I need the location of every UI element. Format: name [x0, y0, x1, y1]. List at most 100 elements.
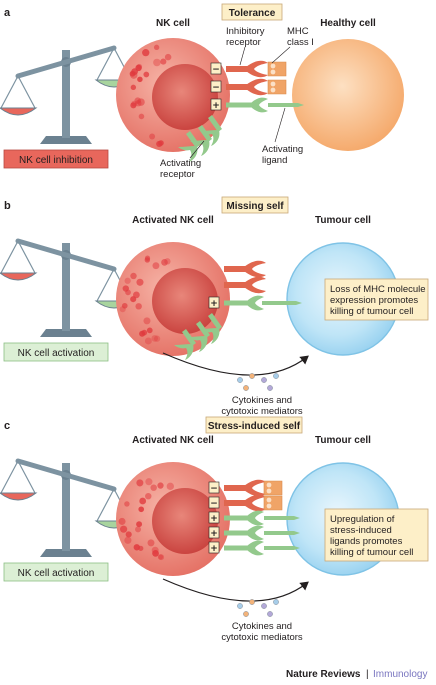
scale-pan-left [0, 492, 38, 501]
scale-beam [15, 45, 117, 79]
cytotoxic-granule [138, 506, 145, 513]
annotation-inhibitory-receptor: Inhibitory [226, 26, 265, 37]
inhibitory-receptor [226, 84, 248, 90]
scale-base [40, 549, 92, 557]
cytotoxic-granule [143, 317, 151, 325]
signal-sign-box [210, 62, 222, 75]
activating-receptor-free [198, 125, 212, 142]
outcome-box [3, 342, 109, 362]
annotation-inhibitory-receptor: receptor [226, 37, 261, 48]
cytotoxic-granule [133, 544, 140, 551]
inhibitory-signal: − [212, 83, 220, 93]
activating-receptor-head [246, 510, 264, 526]
panel-title: Tolerance [229, 8, 276, 19]
panel-title-box [205, 416, 303, 434]
cytotoxic-granule [131, 68, 138, 75]
nk-nucleus [152, 64, 218, 130]
activating-receptor-head [246, 295, 264, 311]
outcome-label: NK cell activation [18, 348, 95, 359]
cytotoxic-granule [124, 277, 131, 284]
note-text: ligands promotes [330, 536, 403, 547]
cytotoxic-granule [145, 478, 153, 486]
inhibitory-signal: − [210, 499, 218, 509]
mhc-domain [266, 497, 272, 503]
cytotoxic-granule [145, 492, 152, 500]
note-text: stress-induced [330, 525, 392, 536]
cytotoxic-granule [144, 257, 151, 263]
cytotoxic-granule [161, 259, 168, 266]
mhc-class-i [267, 61, 287, 77]
mediator-granule [243, 611, 249, 617]
mhc-class-i [263, 495, 283, 511]
cytotoxic-granule [143, 71, 150, 78]
panel-letter: a [4, 7, 11, 19]
mediator-granule [273, 373, 279, 379]
signal-sign-box [208, 296, 220, 309]
outcome-label: NK cell inhibition [19, 155, 93, 166]
signal-sign-box [208, 541, 220, 554]
mediator-granule [273, 599, 279, 605]
cytotoxic-granule [144, 337, 152, 345]
cytotoxic-granule [153, 44, 160, 51]
cytotoxic-granule [164, 258, 171, 265]
footer-separator: | [366, 669, 369, 680]
healthy-cell [292, 39, 404, 151]
scale-post [62, 463, 70, 551]
annotation-activating-ligand: ligand [262, 155, 287, 166]
activating-receptor-free-head [174, 344, 194, 360]
leader-line [189, 140, 205, 159]
activating-receptor-free-head [188, 336, 208, 352]
cytotoxic-granule [136, 278, 144, 286]
footer: Nature Reviews | Immunology [286, 669, 427, 680]
cytotoxic-granule [136, 479, 144, 487]
annotation-activating-receptor: Activating [160, 158, 201, 169]
target-cell-label: Tumour cell [315, 215, 371, 226]
mediator-granule [261, 603, 267, 609]
inhibitory-receptor-head [244, 494, 266, 512]
mhc-domain [270, 69, 276, 75]
mediator-granule [267, 611, 273, 617]
cytotoxic-granule [137, 98, 145, 106]
cytotoxic-granule [135, 303, 142, 310]
mediators-label: cytotoxic mediators [221, 632, 303, 643]
leader-line [271, 46, 291, 64]
annotation-mhc: class I [287, 37, 314, 48]
mhc-domain [266, 503, 272, 509]
inhibitory-signal: − [212, 65, 220, 75]
nk-nucleus [152, 268, 218, 334]
mediator-granule [261, 377, 267, 383]
scale-beam [15, 238, 117, 272]
panel-title-box [221, 3, 283, 21]
cytotoxic-granule [158, 554, 165, 561]
inhibitory-receptor [224, 485, 246, 491]
signal-sign-box [208, 481, 220, 494]
inhibitory-receptor-head [244, 260, 266, 278]
note-box [324, 508, 429, 562]
scale-string [0, 460, 36, 494]
mhc-domain [270, 63, 276, 69]
cytotoxic-granule [153, 335, 161, 342]
panel-title: Stress-induced self [208, 421, 301, 432]
leader-line [274, 107, 286, 143]
activating-receptor-free-head [178, 146, 198, 162]
activating-ligand [264, 516, 300, 520]
scale-string [0, 75, 36, 109]
activating-signal: + [210, 299, 218, 309]
scale-post [62, 50, 70, 138]
cytotoxic-granule [142, 48, 150, 57]
mediator-granule [249, 373, 255, 379]
activating-ligand [264, 546, 300, 550]
inhibitory-receptor-head [244, 276, 266, 294]
activating-receptor-head [250, 97, 268, 113]
cytotoxic-granule [153, 58, 161, 67]
panel-letter: c [4, 420, 10, 432]
activating-receptor-free [196, 321, 210, 338]
inhibitory-receptor-head [246, 60, 268, 78]
activating-receptor-head [246, 540, 264, 556]
scale-base [40, 329, 92, 337]
cytotoxic-granule [160, 58, 167, 65]
cytotoxic-granule [121, 302, 128, 309]
annotation-activating-ligand: Activating [262, 144, 303, 155]
